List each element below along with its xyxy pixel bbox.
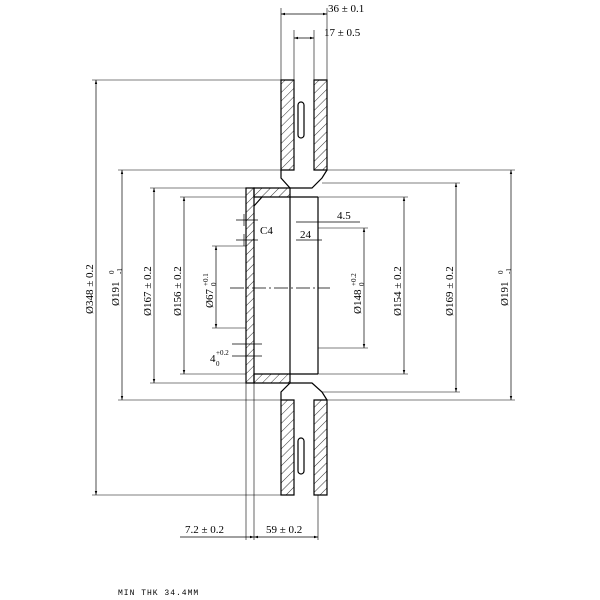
- dim-offset-72: 7.2 ± 0.2: [185, 524, 224, 536]
- dim-148-upper: +0.2: [350, 273, 358, 286]
- dim-67-upper: +0.1: [202, 273, 210, 286]
- dim-chamfer: C4: [260, 225, 273, 237]
- dim-67-text: Ø67: [204, 289, 216, 308]
- dim-167: Ø167 ± 0.2: [142, 266, 154, 316]
- lower-vent-slot: [297, 437, 305, 475]
- dim-191-left: Ø191 0 -1: [108, 268, 124, 306]
- hat-bottom-flange: [253, 373, 291, 384]
- dim-148-text: Ø148: [352, 289, 364, 314]
- dim-friction-ring-width: 17 ± 0.5: [324, 27, 361, 39]
- chamfer-line: [253, 196, 263, 207]
- dim-flange-thickness: 4: [210, 353, 216, 365]
- dim-148: Ø148 +0.2 0: [350, 273, 366, 314]
- upper-outer-plate: [280, 79, 295, 171]
- dim-height-59: 59 ± 0.2: [266, 524, 302, 536]
- dim-156-text: Ø156 ± 0.2: [172, 266, 184, 316]
- dim-depth-45: 4.5: [337, 210, 351, 222]
- upper-vent-slot: [297, 101, 305, 139]
- dim-169: Ø169 ± 0.2: [444, 266, 456, 316]
- dim-191-left-lower: -1: [116, 268, 124, 274]
- min-thickness-note: MIN THK 34.4MM: [118, 589, 199, 598]
- dim-disc-outer: Ø348 ± 0.2: [84, 264, 96, 314]
- dim-flange-upper: +0.2: [216, 349, 229, 357]
- hat-left-wall: [245, 187, 255, 384]
- extension-lines: [92, 8, 515, 540]
- dim-191-right-text: Ø191: [499, 282, 511, 306]
- dim-67: Ø67 +0.1 0: [202, 273, 218, 308]
- dim-167-text: Ø167 ± 0.2: [142, 266, 154, 316]
- dimension-lines: [94, 12, 513, 539]
- dim-disc-outer-text: Ø348 ± 0.2: [84, 264, 96, 314]
- lower-web: [280, 382, 328, 401]
- dim-191-right-upper: 0: [497, 270, 505, 274]
- hat-top-flange: [253, 187, 291, 198]
- lower-inner-plate: [313, 399, 328, 496]
- dim-191-right-lower: -1: [505, 268, 513, 274]
- dim-67-lower: 0: [210, 282, 218, 286]
- part-section: [245, 79, 328, 496]
- dim-154: Ø154 ± 0.2: [392, 266, 404, 316]
- dim-169-text: Ø169 ± 0.2: [444, 266, 456, 316]
- dim-191-right: Ø191 0 -1: [497, 268, 513, 306]
- dim-191-left-text: Ø191: [110, 282, 122, 306]
- dim-148-lower: 0: [358, 282, 366, 286]
- upper-inner-plate: [313, 79, 328, 171]
- dim-overall-width: 36 ± 0.1: [328, 3, 364, 15]
- dim-154-text: Ø154 ± 0.2: [392, 266, 404, 316]
- dim-156: Ø156 ± 0.2: [172, 266, 184, 316]
- upper-web: [280, 169, 328, 189]
- dim-191-left-upper: 0: [108, 270, 116, 274]
- dim-depth-24: 24: [300, 229, 312, 241]
- dim-flange-lower: 0: [216, 360, 220, 368]
- lower-outer-plate: [280, 399, 295, 496]
